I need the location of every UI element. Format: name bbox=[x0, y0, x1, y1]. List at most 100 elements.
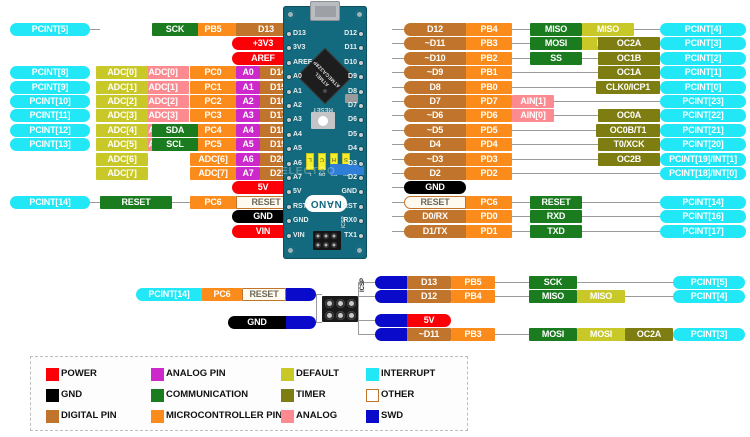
default-label: ADC[6] bbox=[96, 152, 148, 166]
board-pin-label-right: RX0 bbox=[343, 217, 357, 225]
other-label: RESET bbox=[404, 195, 466, 209]
wire bbox=[634, 29, 660, 30]
board-pin-dot bbox=[287, 219, 291, 224]
wire bbox=[392, 115, 404, 117]
board-pin-label-right: D6 bbox=[348, 116, 357, 124]
icsp-pin bbox=[325, 299, 334, 308]
wire bbox=[512, 57, 530, 59]
micro-pin-label: PB1 bbox=[466, 66, 512, 80]
wire bbox=[90, 29, 100, 30]
board-pin-dot bbox=[287, 32, 291, 36]
wire bbox=[512, 72, 598, 74]
board-pin-label-left: A4 bbox=[293, 130, 302, 138]
interrupt-label: PCINT[19]/INT[1] bbox=[660, 152, 746, 166]
legend-label: GND bbox=[61, 389, 83, 400]
wire bbox=[358, 320, 375, 321]
interrupt-label: PCINT[14] bbox=[10, 195, 90, 209]
board-pin-label-left: A6 bbox=[293, 159, 302, 167]
icsp-pin bbox=[347, 299, 356, 308]
board-pin-label-left: RST bbox=[293, 202, 307, 210]
interrupt-label: PCINT[4] bbox=[673, 290, 745, 303]
led-on bbox=[318, 153, 326, 170]
digital-pin-label: D12 bbox=[407, 290, 451, 303]
icsp-header-onboard bbox=[313, 231, 341, 250]
gnd-pill: GND bbox=[228, 316, 286, 329]
micro-pin-label: PB3 bbox=[466, 37, 512, 51]
board-pin-dot bbox=[359, 89, 363, 94]
default-label: ADC[4] bbox=[96, 123, 148, 137]
micro-pin-label: PC3 bbox=[190, 109, 236, 123]
digital-pin-label: ~D6 bbox=[404, 109, 466, 123]
legend-swatch bbox=[151, 410, 164, 423]
wire bbox=[512, 129, 596, 131]
legend-label: DIGITAL PIN bbox=[61, 410, 117, 421]
digital-pin-label: D4 bbox=[404, 138, 466, 152]
board-pin-dot bbox=[287, 89, 291, 94]
board-pin-label-right: D3 bbox=[348, 159, 357, 167]
timer-label: T0/XCK bbox=[598, 138, 660, 152]
board-pin-dot bbox=[287, 233, 291, 238]
timer-label: OC1B bbox=[598, 51, 660, 65]
wire bbox=[392, 187, 404, 189]
led-glyph: L bbox=[308, 156, 312, 162]
legend-swatch bbox=[366, 410, 379, 423]
interrupt-label: PCINT[4] bbox=[660, 23, 746, 36]
board-pin-dot bbox=[359, 60, 363, 65]
wire bbox=[512, 86, 596, 88]
wire bbox=[392, 216, 404, 218]
board-pin-label-left: A2 bbox=[293, 102, 302, 109]
timer-label: OC2A bbox=[598, 37, 660, 51]
watermark: ELECTRO bbox=[281, 166, 336, 177]
other-label: RESET bbox=[236, 195, 296, 209]
legend-label: DEFAULT bbox=[296, 368, 340, 379]
legend-swatch bbox=[46, 368, 59, 381]
interrupt-label: PCINT[3] bbox=[660, 37, 746, 51]
board-pin-label-right: TX1 bbox=[344, 231, 357, 239]
wire bbox=[512, 43, 530, 45]
wire bbox=[554, 101, 660, 102]
reset-button[interactable] bbox=[311, 112, 335, 129]
board-pin-dot bbox=[359, 132, 363, 137]
wire bbox=[316, 294, 322, 295]
other-label: RESET bbox=[242, 288, 286, 301]
board-pin-label-right: D9 bbox=[348, 73, 357, 81]
board-pin-dot bbox=[359, 104, 363, 108]
wire bbox=[316, 294, 317, 322]
wire bbox=[512, 158, 598, 160]
wire bbox=[495, 334, 529, 335]
legend-swatch bbox=[151, 368, 164, 381]
default-label: MISO bbox=[582, 23, 634, 36]
interrupt-label: PCINT[2] bbox=[660, 51, 746, 65]
micro-pin-label: PC6 bbox=[466, 195, 512, 209]
board-pin-dot bbox=[359, 176, 363, 180]
mounting-hole bbox=[286, 10, 295, 19]
micro-pin-label: PB0 bbox=[466, 80, 512, 94]
wire bbox=[392, 29, 404, 30]
interrupt-label: PCINT[18]/INT[0] bbox=[660, 167, 746, 180]
default-label: MISO bbox=[577, 290, 625, 303]
icsp-pin bbox=[336, 311, 345, 320]
micro-pin-label: PB2 bbox=[466, 51, 512, 65]
board-pin-label-right: D10 bbox=[344, 58, 357, 66]
communication-label: SS bbox=[530, 51, 582, 65]
legend-label: ANALOG bbox=[296, 410, 338, 421]
communication-label: RXD bbox=[530, 210, 582, 224]
communication-label: MOSI bbox=[530, 37, 582, 51]
board-pin-dot bbox=[359, 219, 363, 224]
digital-pin-label: D13 bbox=[407, 276, 451, 289]
board-pin-dot bbox=[359, 118, 363, 123]
wire bbox=[512, 201, 530, 203]
swd-pill bbox=[375, 290, 407, 303]
power-pill: VIN bbox=[232, 224, 294, 238]
interrupt-label: PCINT[9] bbox=[10, 80, 90, 94]
legend-swatch bbox=[46, 389, 59, 402]
swd-pill bbox=[286, 316, 316, 329]
micro-pin-label: PD5 bbox=[466, 123, 512, 137]
micro-pin-label: PD6 bbox=[466, 109, 512, 123]
board-pin-label-right: D11 bbox=[344, 44, 357, 52]
interrupt-label: PCINT[23] bbox=[660, 95, 746, 108]
micro-pin-label: PD7 bbox=[466, 95, 512, 108]
digital-pin-label: D1/TX bbox=[404, 224, 466, 238]
digital-pin-label: D13 bbox=[236, 23, 296, 36]
